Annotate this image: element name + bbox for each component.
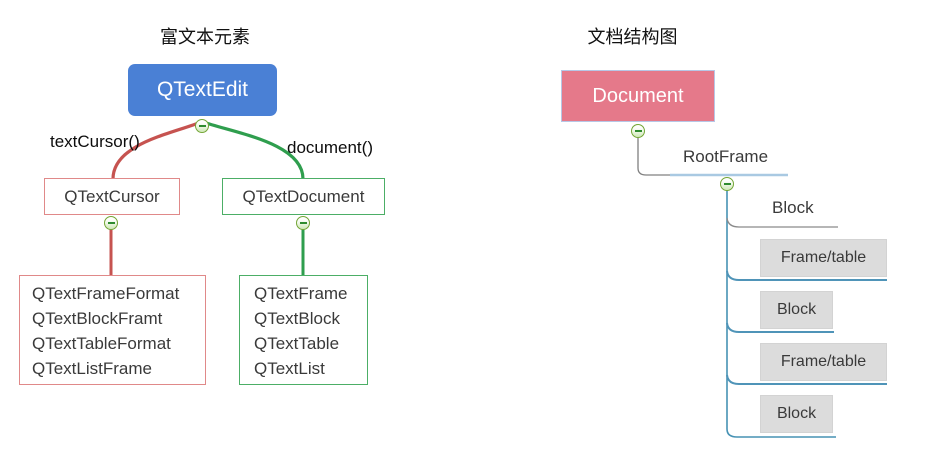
list-item: QTextTable	[254, 334, 340, 353]
minus-glyph	[198, 125, 206, 127]
edge-label-document: document()	[287, 138, 373, 157]
list-item: QTextList	[254, 359, 325, 378]
collapse-icon[interactable]	[631, 124, 645, 138]
list-item: QTextBlockFramt	[32, 309, 163, 328]
edge-label-textcursor: textCursor()	[50, 132, 140, 151]
tree-trunk-line	[726, 190, 836, 438]
list-item: QTextBlock	[254, 309, 340, 328]
minus-glyph	[634, 130, 642, 132]
qtextdocument-node[interactable]: QTextDocument	[222, 178, 385, 215]
right-diagram-title: 文档结构图	[587, 27, 678, 47]
qtextdocument-children-box[interactable]: QTextFrame QTextBlock QTextTable QTextLi…	[239, 275, 368, 385]
qtextedit-node[interactable]: QTextEdit	[128, 64, 277, 116]
frame-table-node[interactable]: Frame/table	[760, 239, 887, 277]
minus-glyph	[723, 183, 731, 185]
qtextcursor-node[interactable]: QTextCursor	[44, 178, 180, 215]
edge-textcursor-curve	[111, 120, 203, 181]
collapse-icon[interactable]	[104, 216, 118, 230]
block-node[interactable]: Block	[760, 291, 833, 329]
connector-document-rootframe	[637, 138, 672, 176]
block1-underline	[726, 217, 838, 228]
frametable1-underline	[726, 270, 887, 281]
collapse-icon[interactable]	[720, 177, 734, 191]
document-node[interactable]: Document	[561, 70, 715, 122]
list-item: QTextTableFormat	[32, 334, 171, 353]
list-item: QTextFrameFormat	[32, 284, 180, 303]
left-diagram-title: 富文本元素	[160, 27, 250, 47]
block2-underline	[726, 322, 834, 333]
block-node[interactable]: Block	[760, 395, 833, 433]
block-node[interactable]: Block	[772, 198, 814, 217]
collapse-icon[interactable]	[195, 119, 209, 133]
list-item: QTextFrame	[254, 284, 348, 303]
minus-glyph	[299, 222, 307, 224]
rootframe-node[interactable]: RootFrame	[683, 147, 769, 166]
frametable2-underline	[726, 374, 887, 385]
qtextcursor-children-box[interactable]: QTextFrameFormat QTextBlockFramt QTextTa…	[19, 275, 206, 385]
collapse-icon[interactable]	[296, 216, 310, 230]
frame-table-node[interactable]: Frame/table	[760, 343, 887, 381]
edge-document-curve	[201, 120, 305, 181]
list-item: QTextListFrame	[32, 359, 152, 378]
minus-glyph	[107, 222, 115, 224]
